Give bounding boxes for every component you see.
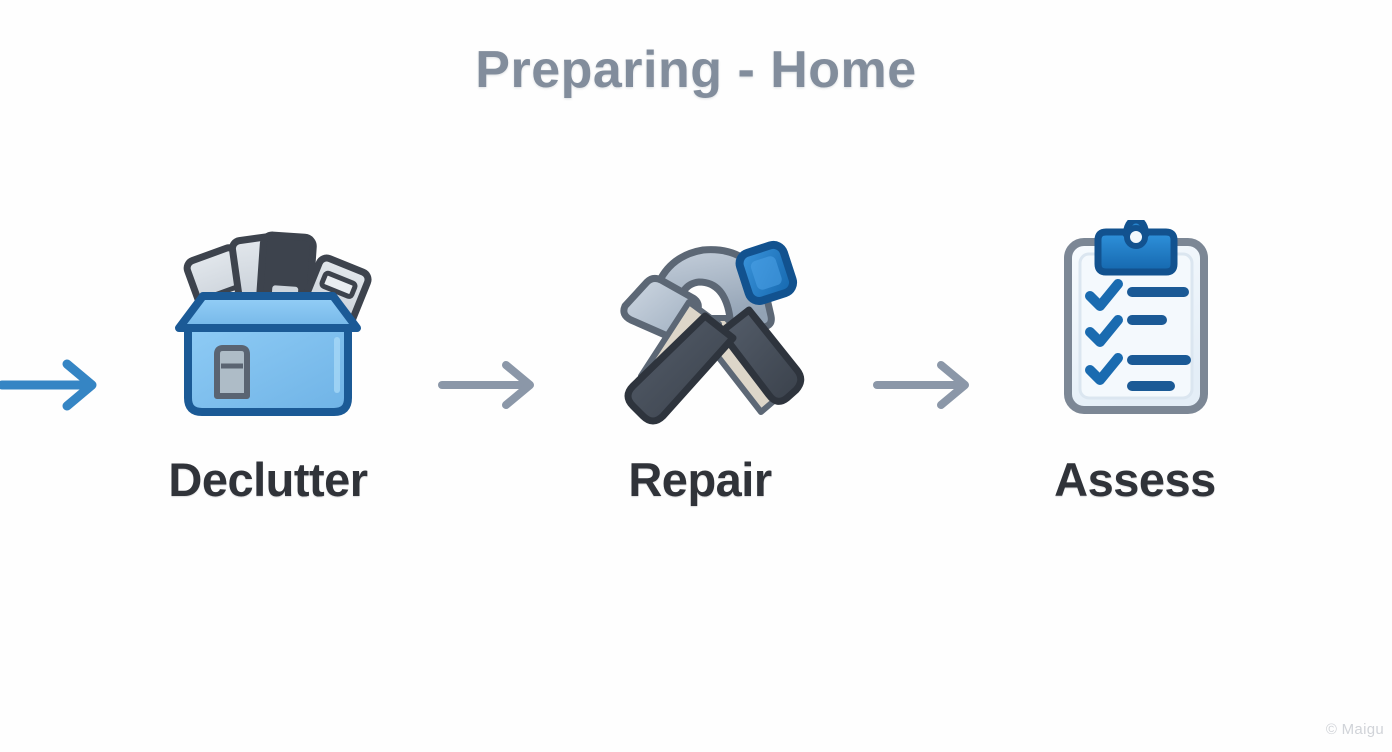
step-label-declutter: Declutter — [168, 453, 368, 506]
step-repair[interactable]: Repair — [570, 215, 830, 507]
box-of-clutter-icon — [138, 215, 398, 430]
arrow-declutter-to-repair — [430, 350, 550, 425]
clipboard-checklist-icon — [1005, 215, 1265, 430]
step-assess[interactable]: Assess — [1005, 215, 1265, 507]
arrow-into-declutter — [0, 350, 112, 425]
arrow-repair-to-assess — [865, 350, 985, 425]
watermark: © Maigu — [1325, 721, 1384, 738]
page-title: Preparing - Home — [475, 41, 917, 99]
step-label-repair: Repair — [628, 453, 772, 506]
crossed-hammers-icon — [570, 215, 830, 430]
step-declutter[interactable]: Declutter — [138, 215, 398, 507]
step-label-assess: Assess — [1054, 453, 1216, 506]
process-flow: Declutter — [0, 215, 1392, 555]
